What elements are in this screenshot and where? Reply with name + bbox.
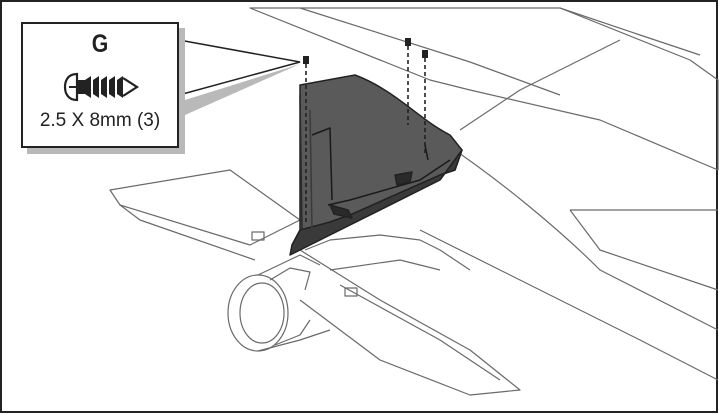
callout-pointer [178,39,301,96]
screw-1-icon [303,56,309,64]
screw-icon [63,72,140,102]
vertical-fin [289,74,463,256]
screw-guide-lines [305,46,426,225]
aircraft-outline [109,7,719,396]
part-letter: G [91,30,109,58]
screw-3-icon [422,50,428,58]
screws [303,38,428,64]
screw-2-icon [405,38,411,46]
screw-spec: 2.5 X 8mm (3) [39,110,161,131]
hardware-callout: G 2.5 X 8mm (3) [21,22,179,148]
